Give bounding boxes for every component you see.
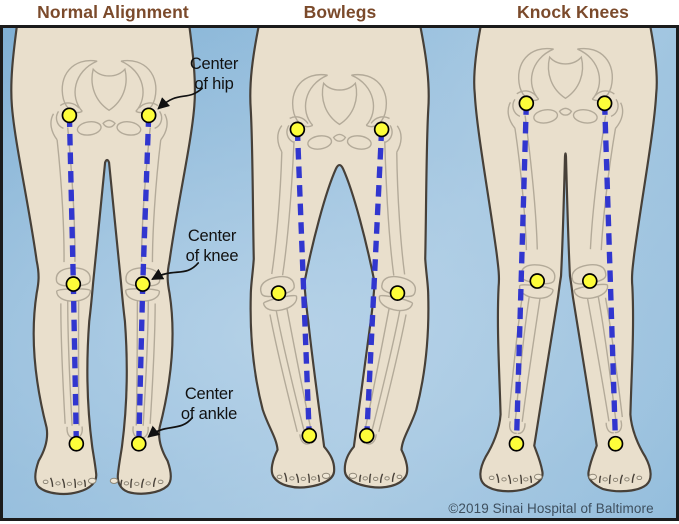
figure-normal-alignment [10, 28, 197, 496]
marker-dot-hip-right [373, 121, 390, 138]
annotation-center-of-ankle: Center of ankle [181, 384, 237, 424]
marker-dot-hip-right [596, 95, 613, 112]
title-bowlegs: Bowlegs [303, 2, 377, 22]
marker-dot-ankle-right [358, 427, 375, 444]
diagram-frame [0, 25, 679, 521]
marker-dot-knee-right [581, 273, 598, 289]
annotation-line: of ankle [180, 405, 238, 423]
marker-dot-knee-right [134, 276, 151, 292]
diagram-artwork [10, 28, 658, 496]
marker-dot-ankle-left [508, 435, 525, 452]
body-silhouette [10, 28, 197, 496]
marker-dot-ankle-right [607, 435, 624, 452]
annotation-line: Center [189, 55, 239, 73]
arrow-center-of-ankle [147, 416, 194, 438]
marker-dot-knee-left [270, 285, 287, 301]
annotation-line: of hip [194, 75, 234, 93]
arrow-center-of-knee [151, 262, 200, 280]
marker-dot-hip-right [140, 107, 157, 124]
alignment-lines [513, 103, 619, 444]
title-knock-knees: Knock Knees [517, 2, 629, 22]
marker-dot-hip-left [289, 121, 306, 138]
figure-knock-knees [473, 28, 658, 493]
marker-dot-hip-left [518, 95, 535, 112]
annotation-center-of-hip: Center of hip [189, 54, 239, 94]
arrow-center-of-hip [157, 87, 204, 110]
figure-bowlegs [249, 28, 430, 489]
marker-dot-knee-left [65, 276, 82, 292]
marker-dot-hip-left [61, 107, 78, 124]
annotation-line: Center [187, 227, 237, 245]
copyright-text: ©2019 Sinai Hospital of Baltimore [448, 501, 654, 516]
annotation-center-of-knee: Center of knee [186, 226, 239, 266]
marker-dot-ankle-left [68, 435, 85, 452]
title-normal-alignment: Normal Alignment [37, 2, 189, 22]
annotation-line: Center [184, 385, 234, 403]
marker-dot-ankle-right [131, 435, 147, 452]
marker-dots [270, 121, 406, 444]
marker-dots [61, 107, 157, 452]
annotation-line: of knee [185, 247, 239, 265]
alignment-lines [294, 129, 385, 436]
body-silhouette [249, 28, 430, 489]
marker-dot-knee-right [389, 285, 406, 301]
marker-dot-knee-left [529, 273, 546, 289]
annotation-arrows [147, 87, 204, 438]
marker-dot-ankle-left [301, 427, 318, 444]
marker-dots [508, 95, 624, 452]
